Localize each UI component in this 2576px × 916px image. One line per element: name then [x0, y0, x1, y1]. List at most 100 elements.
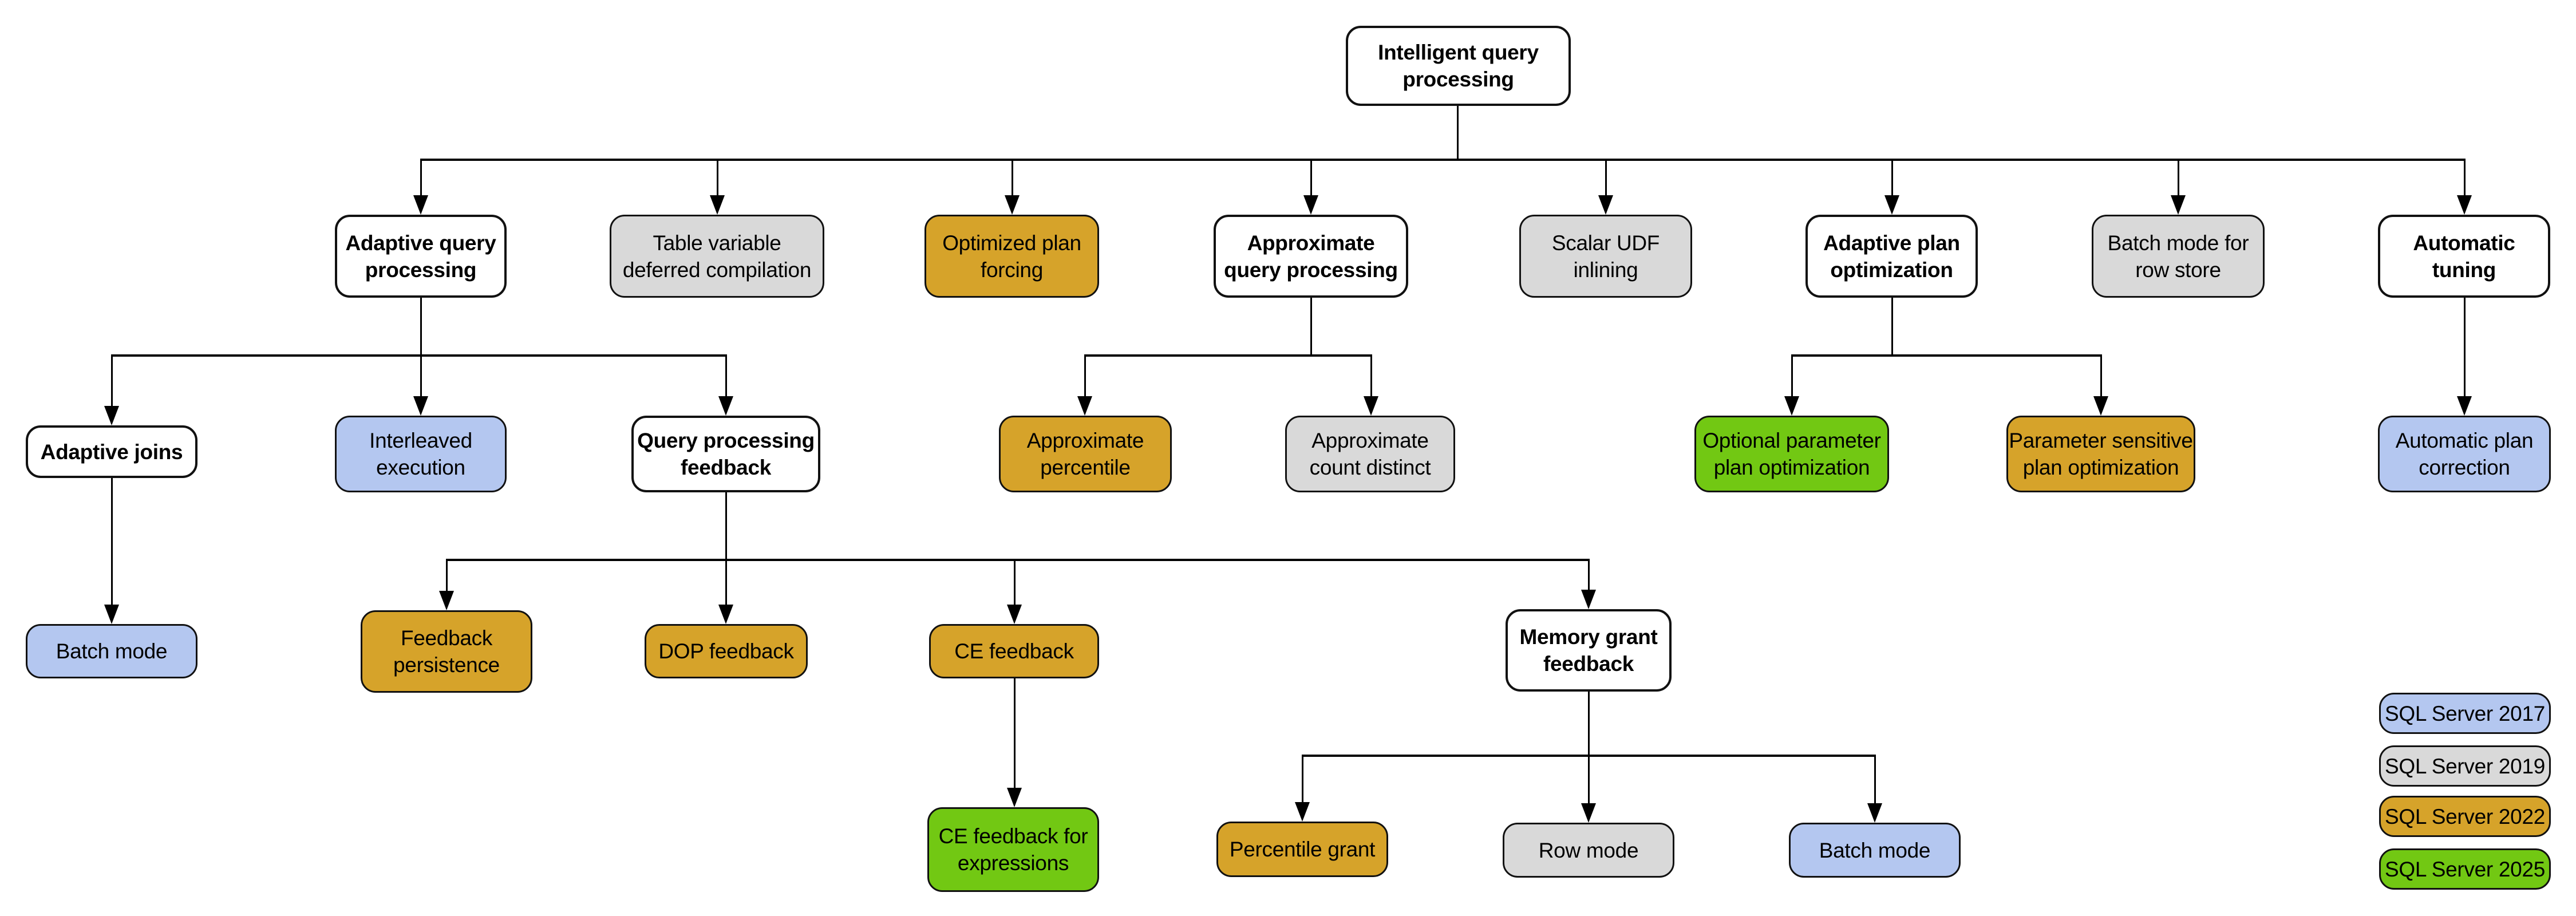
- connector-line: [2177, 159, 2179, 199]
- connector-line: [1456, 106, 1459, 161]
- connector-line: [445, 559, 448, 595]
- node-label: Table variable deferred compilation: [622, 231, 812, 282]
- connector-line: [420, 298, 422, 357]
- arrowhead-down-icon: [1303, 195, 1318, 215]
- node-approximate-query-processing: Approximate query processing: [1214, 215, 1408, 298]
- connector-line: [716, 159, 718, 199]
- node-parameter-sensitive-plan-optimization: Parameter sensitive plan optimization: [2006, 416, 2195, 492]
- node-adaptive-query-processing: Adaptive query processing: [335, 215, 507, 298]
- arrowhead-down-icon: [1364, 396, 1378, 416]
- node-feedback-persistence: Feedback persistence: [361, 610, 532, 693]
- node-optimized-plan-forcing: Optimized plan forcing: [924, 215, 1099, 298]
- connector-line: [421, 159, 2464, 161]
- node-approximate-count-distinct: Approximate count distinct: [1285, 416, 1455, 492]
- node-label: Scalar UDF inlining: [1551, 231, 1660, 282]
- node-label: Optimized plan forcing: [942, 231, 1081, 282]
- node-row-mode: Row mode: [1503, 823, 1674, 878]
- node-label: Automatic plan correction: [2395, 429, 2534, 479]
- node-label: Automatic tuning: [2413, 231, 2515, 282]
- node-label: Batch mode: [1819, 838, 1931, 862]
- arrowhead-down-icon: [1295, 802, 1310, 822]
- connector-line: [1310, 159, 1312, 199]
- node-approximate-percentile: Approximate percentile: [999, 416, 1172, 492]
- arrowhead-down-icon: [2093, 396, 2108, 416]
- arrowhead-down-icon: [718, 605, 733, 624]
- node-label: Query processing feedback: [637, 429, 815, 479]
- node-label: Percentile grant: [1229, 838, 1376, 861]
- connector-line: [725, 492, 727, 561]
- connector-line: [1011, 159, 1013, 199]
- node-batch-mode-for-row-store: Batch mode for row store: [2092, 215, 2265, 298]
- node-dop-feedback: DOP feedback: [645, 624, 808, 678]
- arrowhead-down-icon: [1007, 788, 1022, 807]
- node-label: Adaptive query processing: [345, 231, 496, 282]
- connector-line: [2463, 159, 2466, 199]
- connector-line: [1310, 298, 1312, 357]
- arrowhead-down-icon: [413, 396, 428, 416]
- arrowhead-down-icon: [1784, 396, 1799, 416]
- legend-label: SQL Server 2022: [2384, 804, 2545, 828]
- arrowhead-down-icon: [1007, 605, 1022, 624]
- legend-sql-server-2025: SQL Server 2025: [2379, 848, 2551, 890]
- arrowhead-down-icon: [413, 195, 428, 215]
- node-percentile-grant: Percentile grant: [1216, 822, 1388, 877]
- node-label: CE feedback for expressions: [938, 824, 1088, 875]
- connector-line: [1370, 354, 1372, 400]
- connector-line: [1587, 755, 1590, 807]
- arrowhead-down-icon: [1581, 803, 1596, 823]
- connector-line: [2100, 354, 2102, 400]
- node-intelligent-query-processing: Intelligent query processing: [1346, 26, 1571, 106]
- connector-line: [1891, 298, 1893, 357]
- node-label: Adaptive joins: [40, 440, 183, 464]
- connector-line: [1013, 559, 1016, 609]
- connector-line: [1605, 159, 1607, 199]
- arrowhead-down-icon: [439, 591, 454, 610]
- node-label: Parameter sensitive plan optimization: [2009, 429, 2193, 479]
- arrowhead-down-icon: [1077, 396, 1092, 416]
- connector-line: [1301, 755, 1303, 806]
- arrowhead-down-icon: [2457, 396, 2472, 416]
- connector-line: [2463, 298, 2466, 400]
- connector-line: [110, 478, 113, 609]
- node-label: Approximate count distinct: [1309, 429, 1431, 479]
- connector-line: [447, 559, 1589, 561]
- node-label: Row mode: [1538, 838, 1639, 862]
- legend-sql-server-2019: SQL Server 2019: [2379, 745, 2551, 787]
- arrowhead-down-icon: [1581, 590, 1596, 609]
- arrowhead-down-icon: [2457, 195, 2472, 215]
- legend-label: SQL Server 2017: [2384, 701, 2545, 725]
- arrowhead-down-icon: [1005, 195, 1020, 215]
- node-automatic-plan-correction: Automatic plan correction: [2378, 416, 2551, 492]
- legend-sql-server-2017: SQL Server 2017: [2379, 693, 2551, 734]
- node-adaptive-plan-optimization: Adaptive plan optimization: [1805, 215, 1978, 298]
- node-label: Optional parameter plan optimization: [1702, 429, 1881, 479]
- node-automatic-tuning: Automatic tuning: [2378, 215, 2550, 298]
- connector-line: [1891, 159, 1893, 199]
- node-label: Approximate percentile: [1026, 429, 1144, 479]
- connector-line: [1874, 755, 1876, 807]
- arrowhead-down-icon: [1884, 195, 1899, 215]
- node-label: Feedback persistence: [393, 626, 500, 677]
- connector-line: [1791, 354, 1793, 400]
- connector-line: [725, 354, 727, 400]
- connector-line: [725, 559, 727, 609]
- node-batch-mode-adaptive-joins: Batch mode: [26, 624, 197, 678]
- arrowhead-down-icon: [718, 396, 733, 416]
- arrowhead-down-icon: [710, 195, 725, 215]
- node-label: Memory grant feedback: [1519, 625, 1658, 676]
- node-interleaved-execution: Interleaved execution: [335, 416, 507, 492]
- legend-label: SQL Server 2019: [2384, 754, 2545, 778]
- node-ce-feedback: CE feedback: [929, 624, 1099, 678]
- connector-line: [1587, 692, 1590, 757]
- node-query-processing-feedback: Query processing feedback: [631, 416, 820, 492]
- node-table-variable-deferred-compilation: Table variable deferred compilation: [610, 215, 824, 298]
- node-batch-mode-memory-grant: Batch mode: [1789, 823, 1961, 878]
- connector-line: [112, 354, 726, 357]
- node-scalar-udf-inlining: Scalar UDF inlining: [1519, 215, 1692, 298]
- connector-line: [1792, 354, 2101, 357]
- legend-sql-server-2022: SQL Server 2022: [2379, 796, 2551, 837]
- node-label: Batch mode: [56, 639, 168, 663]
- node-memory-grant-feedback: Memory grant feedback: [1506, 609, 1672, 692]
- node-optional-parameter-plan-optimization: Optional parameter plan optimization: [1694, 416, 1889, 492]
